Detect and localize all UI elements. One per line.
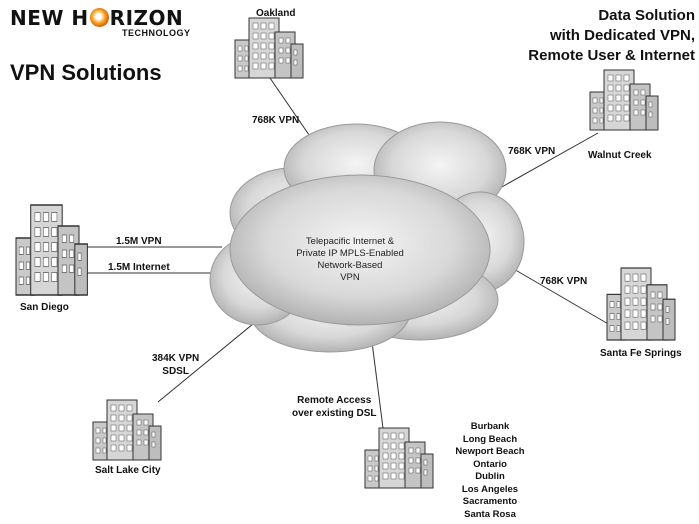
link-label-line: 384K VPN bbox=[152, 353, 200, 364]
list-item: Sacramento bbox=[462, 496, 518, 507]
link-label-line: Remote Access bbox=[297, 395, 372, 406]
link-label-salt-lake-city: 384K VPN SDSL bbox=[152, 352, 199, 378]
list-item: Long Beach bbox=[462, 433, 518, 445]
site-label-santa-fe-springs: Santa Fe Springs bbox=[600, 348, 682, 359]
site-label-oakland: Oakland bbox=[256, 8, 296, 19]
link-label-oakland: 768K VPN bbox=[252, 115, 300, 126]
header-line: Remote User & Internet bbox=[528, 47, 695, 64]
site-label-salt-lake-city: Salt Lake City bbox=[95, 465, 161, 476]
logo-subtitle: TECHNOLOGY bbox=[122, 28, 191, 38]
list-item: Los Angeles bbox=[461, 483, 519, 495]
link-walnut-creek bbox=[499, 132, 599, 189]
building-oakland bbox=[234, 17, 304, 79]
link-label-santa-fe-springs: 768K VPN bbox=[540, 276, 588, 287]
site-label-walnut-creek: Walnut Creek bbox=[588, 150, 652, 161]
vpn-cloud bbox=[209, 121, 525, 353]
logo-text-end: RIZON bbox=[109, 6, 184, 30]
link-remote bbox=[371, 341, 385, 437]
link-label-san-diego-internet: 1.5M Internet bbox=[108, 262, 170, 273]
building-salt-lake-city bbox=[92, 399, 162, 461]
list-item: Newport Beach bbox=[455, 446, 525, 457]
logo-text-start: NEW H bbox=[10, 6, 89, 30]
building-walnut-creek bbox=[589, 69, 659, 131]
link-santa-fe-springs bbox=[511, 267, 611, 326]
link-label-remote: Remote Access over existing DSL bbox=[292, 394, 376, 420]
link-label-walnut-creek: 768K VPN bbox=[508, 146, 556, 157]
list-item: Ontario bbox=[473, 458, 507, 470]
header-description: Data Solution with Dedicated VPN, Remote… bbox=[528, 6, 695, 66]
list-item: Dublin bbox=[475, 471, 505, 482]
link-label-line: SDSL bbox=[162, 366, 189, 377]
link-label-line: over existing DSL bbox=[292, 408, 377, 419]
cloud-label-line: Network-Based bbox=[317, 260, 383, 271]
building-remote-sites bbox=[364, 427, 434, 489]
cloud-label-line: Private IP MPLS-Enabled bbox=[296, 248, 404, 259]
list-item: Burbank bbox=[470, 421, 510, 432]
link-label-san-diego-vpn: 1.5M VPN bbox=[116, 236, 162, 247]
building-san-diego bbox=[15, 204, 89, 296]
cloud-label: Telepacific Internet & Private IP MPLS-E… bbox=[282, 236, 418, 284]
list-item: Santa Rosa bbox=[464, 508, 516, 520]
horizon-o-icon bbox=[89, 8, 109, 27]
header-line: Data Solution bbox=[598, 7, 695, 24]
site-label-san-diego: San Diego bbox=[20, 302, 69, 313]
header-line: with Dedicated VPN, bbox=[549, 27, 695, 44]
cloud-label-line: VPN bbox=[340, 272, 360, 283]
remote-city-list: Burbank Long Beach Newport Beach Ontario… bbox=[452, 421, 528, 521]
link-salt-lake-city bbox=[157, 309, 271, 403]
cloud-label-line: Telepacific Internet & bbox=[305, 236, 395, 247]
building-santa-fe-springs bbox=[606, 267, 676, 341]
company-logo: NEW H RIZON bbox=[10, 6, 183, 30]
page-title: VPN Solutions bbox=[10, 60, 162, 85]
